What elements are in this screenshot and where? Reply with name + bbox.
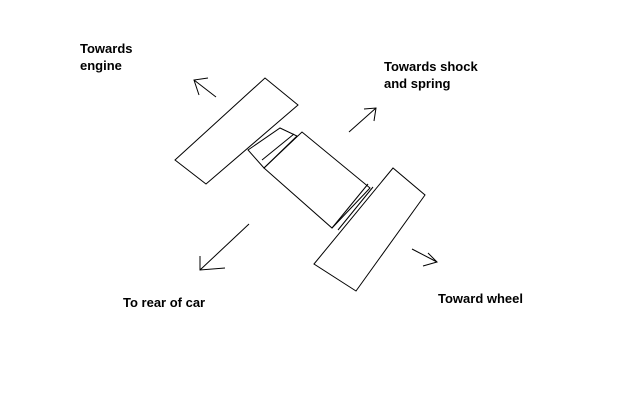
label-to-rear-line1: To rear of car	[123, 295, 206, 310]
lower-connector-edge-b	[337, 186, 374, 231]
upper-connector	[247, 127, 298, 169]
label-toward-wheel-line1: Toward wheel	[438, 291, 523, 306]
arrow-towards-engine	[193, 77, 217, 98]
arrow-to-rear	[199, 223, 250, 271]
arrow-toward-wheel	[411, 248, 438, 267]
label-towards-shock-line2: and spring	[384, 76, 451, 91]
upper-connector-edge	[261, 133, 295, 161]
arrow-towards-shock	[348, 107, 377, 133]
label-toward-wheel: Toward wheel	[438, 290, 523, 307]
label-towards-shock: Towards shock and spring	[384, 58, 478, 92]
label-towards-engine-line2: engine	[80, 58, 122, 73]
lower-connector-edge-a	[331, 183, 369, 229]
label-to-rear: To rear of car	[123, 294, 205, 311]
label-towards-engine: Towards engine	[80, 40, 133, 74]
label-towards-engine-line1: Towards	[80, 41, 133, 56]
lower-right-plate	[313, 167, 426, 292]
center-arm-body	[263, 131, 371, 229]
label-towards-shock-line1: Towards shock	[384, 59, 478, 74]
upper-left-plate	[174, 77, 299, 185]
